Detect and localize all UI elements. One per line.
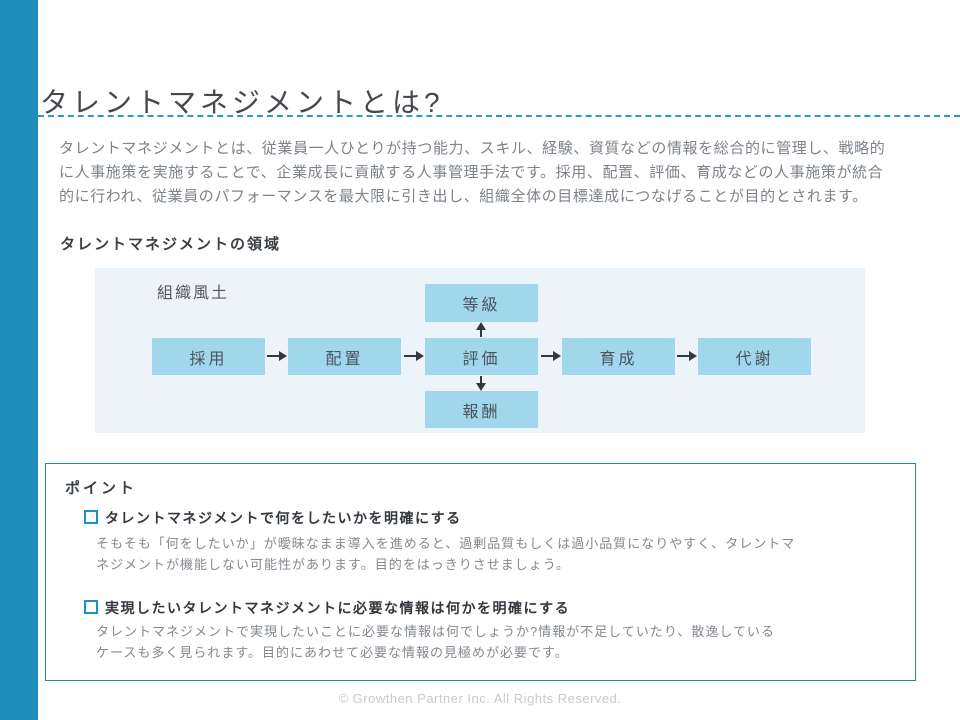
footer-copyright: © Growthen Partner Inc. All Rights Reser…: [338, 691, 622, 706]
diagram-context-label: 組織風土: [157, 285, 230, 302]
point-body: タレントマネジメントで実現したいことに必要な情報は何でしょうか?情報が不足してい…: [96, 621, 775, 663]
arrow-right-icon: [677, 351, 697, 361]
points-box: ポイント タレントマネジメントで何をしたいかを明確にする そもそも「何をしたいか…: [45, 463, 916, 681]
intro-line: に人事施策を実施することで、企業成長に貢献する人事管理手法です。採用、配置、評価…: [59, 164, 884, 181]
points-heading: ポイント: [65, 480, 138, 497]
point-item: タレントマネジメントで何をしたいかを明確にする: [84, 508, 462, 528]
flow-box-development: 育成: [562, 338, 675, 375]
title-divider: [38, 115, 960, 117]
arrow-right-icon: [404, 351, 424, 361]
checkbox-square-icon: [84, 600, 98, 614]
flow-box-recruitment: 採用: [152, 338, 265, 375]
arrow-right-icon: [267, 351, 287, 361]
flow-box-evaluation: 評価: [425, 338, 538, 375]
point-body-line: ネジメントが機能しない可能性があります。目的をはっきりさせましょう。: [96, 557, 570, 572]
left-accent-bar: [0, 0, 38, 720]
point-body-line: そもそも「何をしたいか」が曖昧なまま導入を進めると、過剰品質もしくは過小品質にな…: [96, 536, 796, 551]
arrow-up-icon: [476, 322, 486, 337]
flow-box-grade: 等級: [425, 284, 538, 322]
point-body-line: タレントマネジメントで実現したいことに必要な情報は何でしょうか?情報が不足してい…: [96, 624, 775, 639]
point-title: 実現したいタレントマネジメントに必要な情報は何かを明確にする: [105, 600, 571, 616]
point-title: タレントマネジメントで何をしたいかを明確にする: [105, 510, 462, 526]
intro-line: 的に行われ、従業員のパフォーマンスを最大限に引き出し、組織全体の目標達成につなげ…: [59, 188, 868, 205]
flow-box-placement: 配置: [288, 338, 401, 375]
intro-paragraph: タレントマネジメントとは、従業員一人ひとりが持つ能力、スキル、経験、資質などの情…: [59, 137, 931, 209]
diagram-heading: タレントマネジメントの領域: [60, 236, 282, 253]
page-title: タレントマネジメントとは?: [40, 86, 444, 118]
arrow-down-icon: [476, 376, 486, 391]
point-body: そもそも「何をしたいか」が曖昧なまま導入を進めると、過剰品質もしくは過小品質にな…: [96, 533, 795, 575]
flow-box-turnover: 代謝: [698, 338, 811, 375]
arrow-right-icon: [541, 351, 561, 361]
point-body-line: ケースも多く見られます。目的にあわせて必要な情報の見極めが必要です。: [96, 645, 569, 660]
checkbox-square-icon: [84, 510, 98, 524]
diagram-panel: 組織風土 等級 採用 配置 評価 育成 代謝 報酬: [95, 268, 865, 433]
point-item: 実現したいタレントマネジメントに必要な情報は何かを明確にする: [84, 598, 570, 618]
flow-box-compensation: 報酬: [425, 391, 538, 428]
intro-line: タレントマネジメントとは、従業員一人ひとりが持つ能力、スキル、経験、資質などの情…: [59, 140, 886, 157]
